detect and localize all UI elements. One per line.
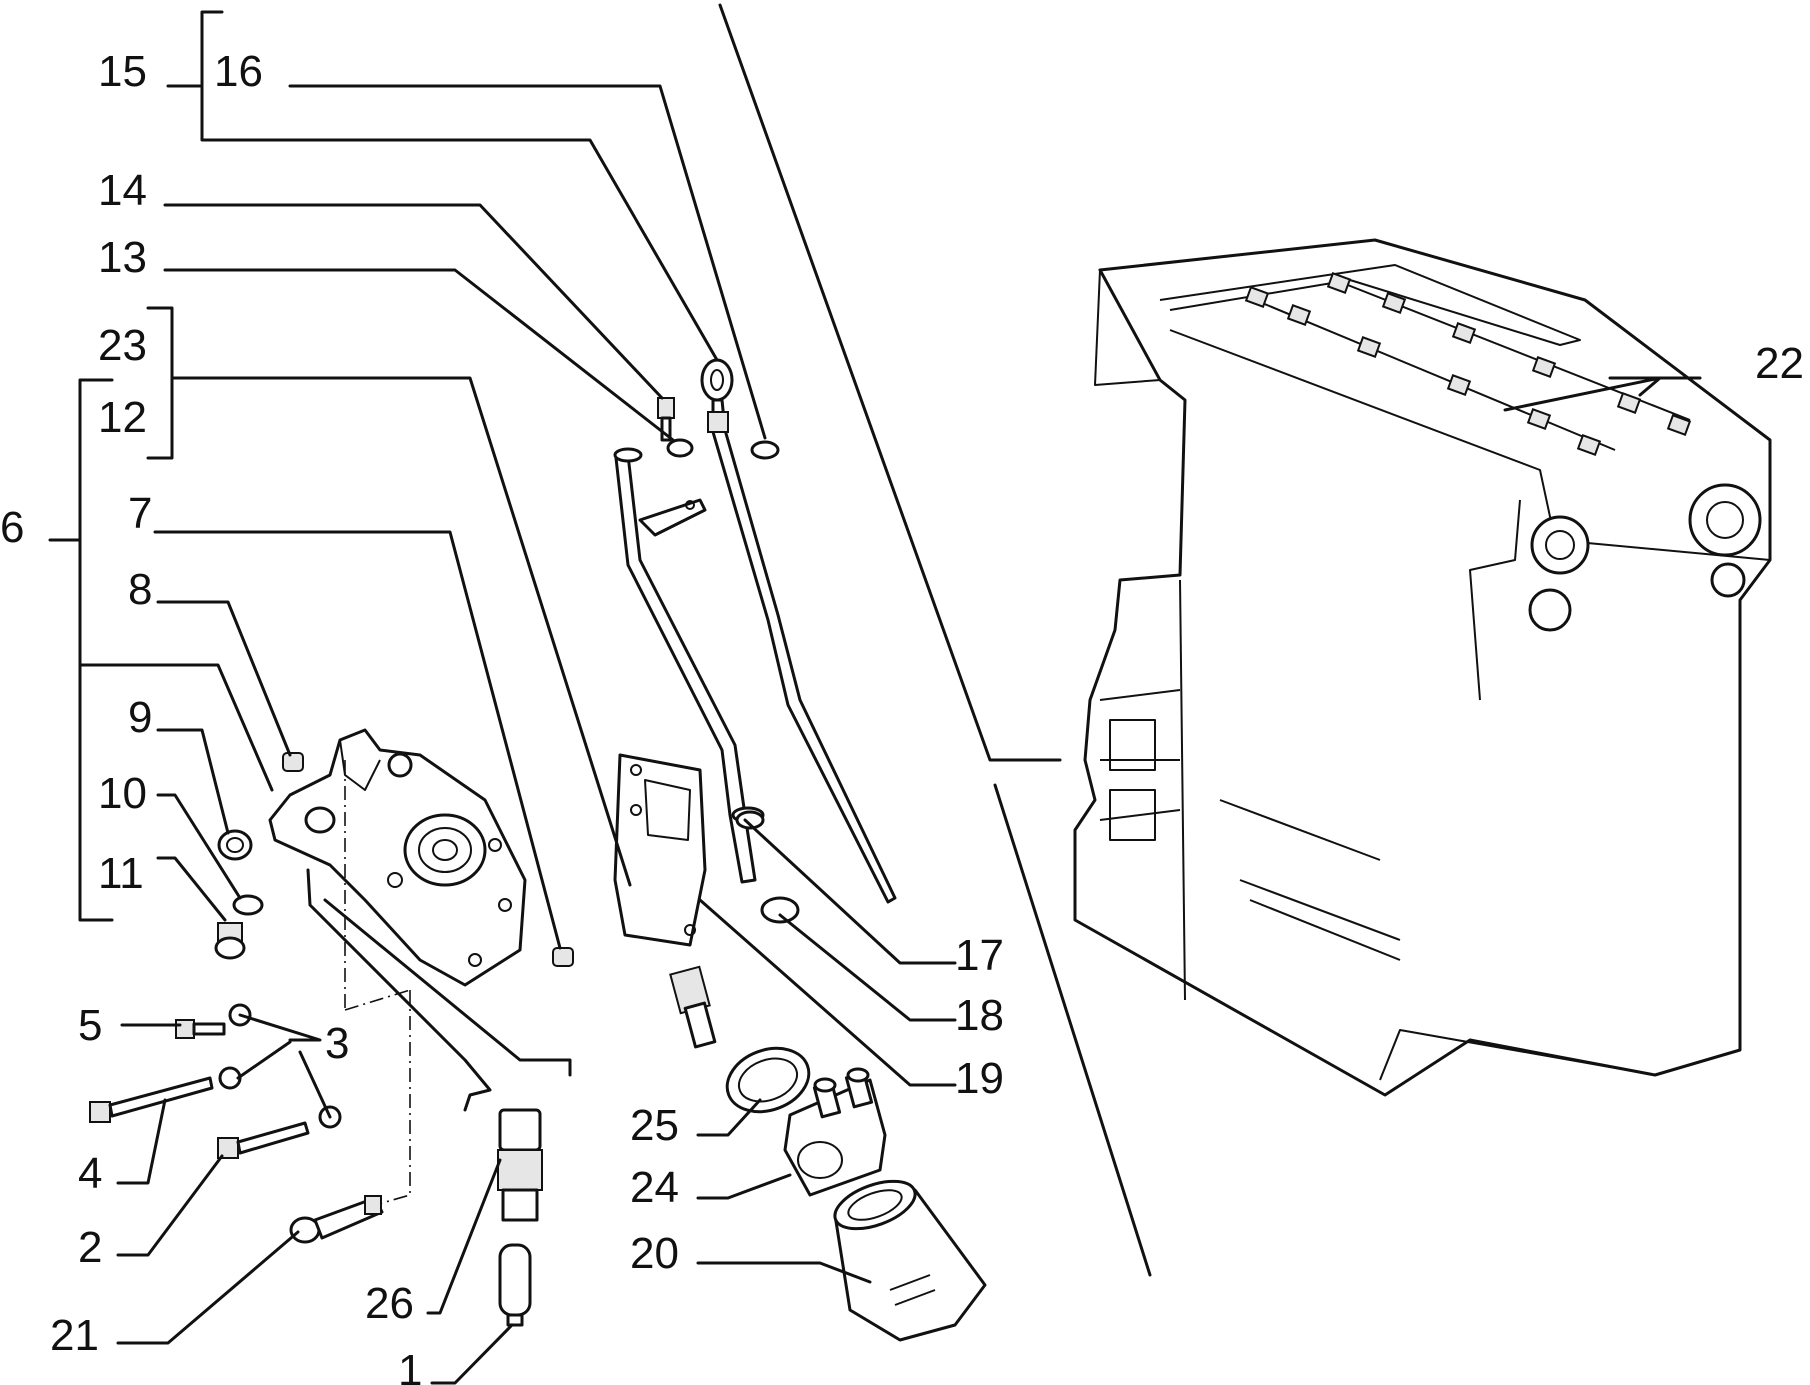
callout-14: 14 <box>98 166 147 215</box>
divider-line <box>718 3 1152 1277</box>
callout-25: 25 <box>630 1101 679 1150</box>
callout-10: 10 <box>98 769 147 818</box>
callout-21: 21 <box>50 1311 99 1360</box>
bolt-part-14 <box>657 397 675 442</box>
callout-22: 22 <box>1755 339 1804 388</box>
sleeve-part-1 <box>498 1243 532 1327</box>
oil-filter-part-20 <box>833 1179 987 1342</box>
callout-18: 18 <box>955 991 1004 1040</box>
sensor-part-21 <box>289 1195 384 1244</box>
callout-7: 7 <box>128 489 152 538</box>
callout-20: 20 <box>630 1229 679 1278</box>
washer-part-10 <box>232 894 264 916</box>
plug-part-8 <box>282 752 304 772</box>
callout-5: 5 <box>78 1001 102 1050</box>
callout-15: 15 <box>98 47 147 96</box>
callout-6: 6 <box>0 503 24 552</box>
callout-26: 26 <box>365 1279 414 1328</box>
washer-part-13 <box>666 438 694 458</box>
callout-16: 16 <box>214 47 263 96</box>
drain-plug-part-11 <box>214 922 246 960</box>
fitting-part-7 <box>669 965 717 1049</box>
bracket-line <box>306 868 572 1112</box>
plug-part-9 <box>217 829 253 861</box>
callout-labels: 15 16 14 13 23 12 6 7 8 9 10 11 5 3 4 2 … <box>0 47 1804 1385</box>
bolt-part-4 <box>89 1076 214 1123</box>
assembly-line-right <box>374 990 411 1206</box>
callout-4: 4 <box>78 1149 102 1198</box>
sender-part-26 <box>497 1108 543 1222</box>
assembly-line-cross <box>344 989 411 1011</box>
callout-1: 1 <box>398 1346 422 1385</box>
dipstick-washer <box>750 440 780 460</box>
callout-9: 9 <box>128 693 152 742</box>
tube-grommet-upper <box>735 810 765 830</box>
gasket-plate <box>613 753 707 947</box>
callout-3: 3 <box>325 1019 349 1068</box>
bolt-part-5 <box>175 1019 226 1039</box>
head-bolts <box>1244 272 1692 456</box>
engine-block <box>1073 238 1772 1097</box>
callout-24: 24 <box>630 1163 679 1212</box>
tube-seal-ring <box>760 896 800 924</box>
plug-part-7b <box>552 947 574 967</box>
callout-23: 23 <box>98 321 147 370</box>
callout-19: 19 <box>955 1054 1004 1103</box>
callout-11: 11 <box>98 849 144 898</box>
dipstick-tube <box>613 447 765 884</box>
callout-8: 8 <box>128 565 152 614</box>
callout-13: 13 <box>98 233 147 282</box>
bolt-part-2 <box>217 1121 310 1159</box>
callout-2: 2 <box>78 1223 102 1272</box>
oil-cooler-part-24 <box>783 1067 887 1197</box>
oil-filter-housing <box>268 728 527 987</box>
leader-lines <box>48 10 1702 1385</box>
dipstick <box>700 358 897 904</box>
callout-17: 17 <box>955 931 1004 980</box>
seal-ring-part-25 <box>725 1046 811 1114</box>
callout-12: 12 <box>98 393 147 442</box>
